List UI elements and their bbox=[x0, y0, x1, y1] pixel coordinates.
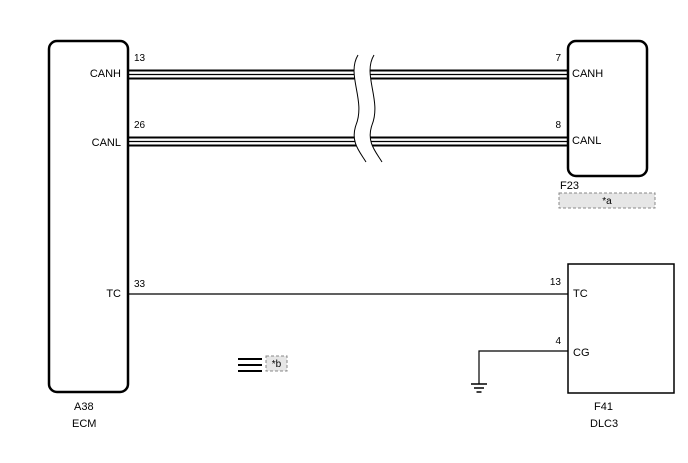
ecm-code: A38 bbox=[74, 401, 94, 413]
shielded-wire-legend-icon bbox=[238, 358, 262, 372]
f23-pin-canh-label: CANH bbox=[572, 68, 603, 80]
ecm-pin-canl-num: 26 bbox=[134, 120, 146, 131]
f23-box bbox=[566, 39, 649, 178]
dlc3-pin-tc-num: 13 bbox=[550, 277, 562, 288]
cg-ground-wire bbox=[478, 350, 568, 384]
f23-annotation-box bbox=[558, 192, 656, 209]
legend-annotation-box bbox=[265, 355, 288, 372]
break-gap bbox=[354, 55, 382, 162]
dlc3-pin-cg-num: 4 bbox=[555, 336, 561, 347]
legend-annotation-label: *b bbox=[272, 359, 282, 370]
ecm-pin-canh-label: CANH bbox=[90, 68, 121, 80]
canh-bus-line bbox=[128, 69, 568, 80]
break-wave-right bbox=[369, 54, 383, 163]
ecm-pin-tc-num: 33 bbox=[134, 279, 146, 290]
canl-bus-line bbox=[128, 136, 568, 147]
f23-code: F23 bbox=[560, 180, 579, 192]
ground-icon bbox=[471, 383, 487, 393]
break-wave-left bbox=[353, 54, 367, 163]
dlc3-box bbox=[567, 263, 675, 394]
dlc3-code: F41 bbox=[594, 401, 613, 413]
ecm-name: ECM bbox=[72, 418, 96, 430]
dlc3-pin-cg-label: CG bbox=[573, 347, 590, 359]
ecm-pin-canh-num: 13 bbox=[134, 53, 146, 64]
dlc3-name: DLC3 bbox=[590, 418, 618, 430]
f23-pin-canl-num: 8 bbox=[555, 120, 561, 131]
f23-pin-canl-label: CANL bbox=[572, 135, 601, 147]
ecm-box bbox=[47, 39, 130, 394]
ecm-pin-canl-label: CANL bbox=[92, 137, 121, 149]
f23-annotation-label: *a bbox=[602, 196, 612, 207]
f23-pin-canh-num: 7 bbox=[555, 53, 561, 64]
ecm-pin-tc-label: TC bbox=[106, 288, 121, 300]
dlc3-pin-tc-label: TC bbox=[573, 288, 588, 300]
